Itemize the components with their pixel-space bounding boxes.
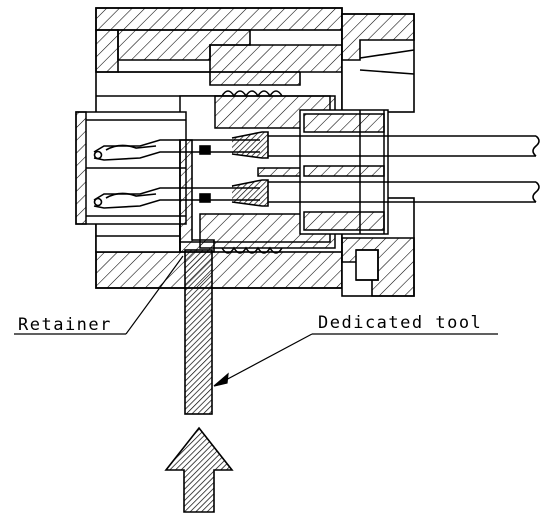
wire-lower — [268, 181, 540, 203]
dedicated-tool-callout — [213, 333, 498, 387]
wire-upper — [268, 135, 540, 157]
up-arrow-icon — [164, 426, 234, 513]
retainer-part — [179, 139, 215, 253]
connector-housing — [95, 7, 415, 297]
retainer-label: Retainer — [18, 315, 112, 335]
dedicated-tool-label: Dedicated tool — [318, 313, 482, 333]
dedicated-tool-rod — [184, 249, 213, 415]
retainer-callout — [14, 255, 184, 335]
terminal-lower — [93, 179, 269, 209]
terminal-upper — [93, 131, 269, 161]
inner-insulator-body — [179, 90, 389, 254]
